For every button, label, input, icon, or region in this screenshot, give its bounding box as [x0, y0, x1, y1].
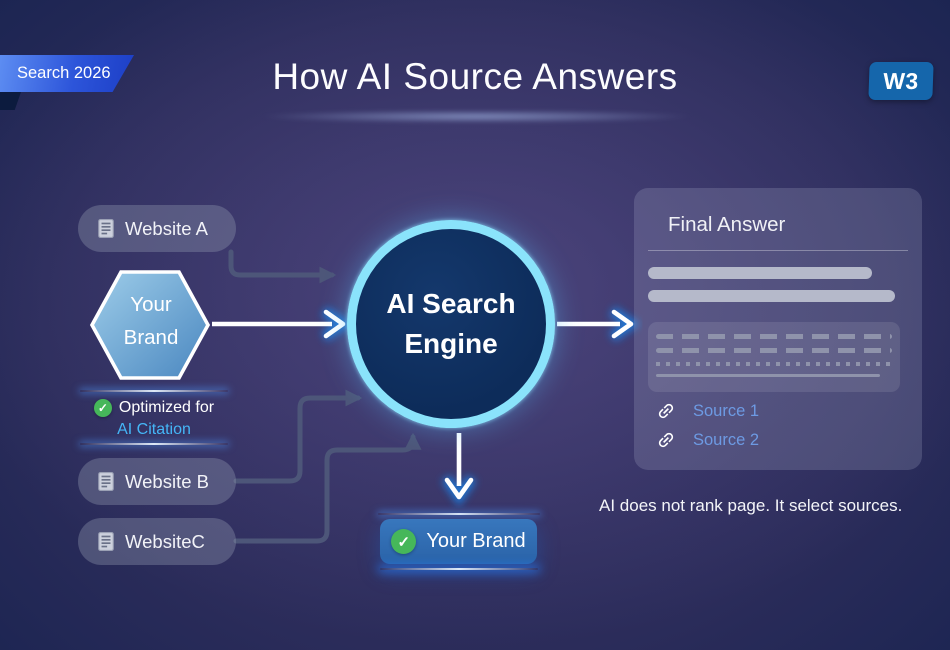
your-brand-hexagon-label: Your Brand [96, 288, 206, 354]
badge-label: Search 2026 [0, 55, 134, 92]
hexagon-label-line2: Brand [123, 326, 179, 349]
engine-label-line1: AI Search [386, 288, 516, 319]
arrow-website-b-to-engine [233, 389, 363, 484]
w3-logo: W3 [868, 62, 934, 100]
link-icon [658, 432, 674, 448]
arrow-engine-to-answer [557, 306, 641, 342]
your-brand-result-label: Your Brand [426, 530, 526, 552]
engine-label-line2: Engine [404, 328, 498, 359]
arrow-website-a-to-engine [228, 249, 337, 284]
website-b-label: Website B [125, 470, 209, 492]
divider-glow-line [80, 443, 228, 445]
search-2026-badge: Search 2026 [0, 55, 134, 110]
website-c-label: WebsiteC [125, 530, 205, 552]
card-divider [648, 250, 908, 251]
optimized-line1: Optimized for [118, 399, 215, 416]
answer-snippet-box [648, 322, 900, 392]
answer-skeleton-line [648, 290, 895, 302]
arrow-brand-to-engine [212, 306, 353, 342]
optimized-line2: AI Citation [117, 421, 191, 438]
link-icon [658, 403, 674, 419]
document-icon [98, 472, 114, 491]
divider-glow-line [378, 513, 540, 515]
website-a-node: Website A [78, 205, 236, 252]
divider-glow-line [380, 568, 538, 570]
optimized-note: ✓ Optimized for AI Citation [74, 399, 234, 439]
divider-glow-line [80, 390, 228, 392]
hexagon-label-line1: Your [130, 293, 172, 316]
check-circle-icon: ✓ [93, 399, 112, 417]
final-answer-card: Final Answer Source 1 Source 2 [634, 188, 922, 470]
final-answer-title: Final Answer [668, 213, 786, 236]
footnote-caption: AI does not rank page. It select sources… [599, 496, 903, 515]
snippet-skeleton-row [656, 334, 892, 339]
page-title: How AI Source Answers [272, 56, 678, 97]
title-glow-decoration [258, 110, 694, 123]
snippet-skeleton-row [656, 348, 892, 353]
your-brand-result-button: ✓ Your Brand [380, 519, 537, 564]
source-2-link[interactable]: Source 2 [656, 430, 908, 450]
snippet-skeleton-row [656, 362, 892, 366]
arrow-engine-to-brand-result [441, 433, 477, 507]
website-b-node: Website B [78, 458, 236, 505]
ribbon-fold [0, 92, 21, 110]
snippet-skeleton-row [656, 374, 881, 377]
source-1-label: Source 1 [693, 401, 760, 420]
source-2-label: Source 2 [693, 430, 760, 449]
check-circle-icon: ✓ [391, 529, 417, 554]
answer-skeleton-line [648, 267, 872, 279]
source-1-link[interactable]: Source 1 [656, 401, 908, 421]
document-icon [98, 532, 114, 551]
website-a-label: Website A [125, 217, 208, 239]
website-c-node: WebsiteC [78, 518, 236, 565]
document-icon [98, 219, 114, 238]
ai-search-engine-node: AI Search Engine [347, 220, 555, 428]
